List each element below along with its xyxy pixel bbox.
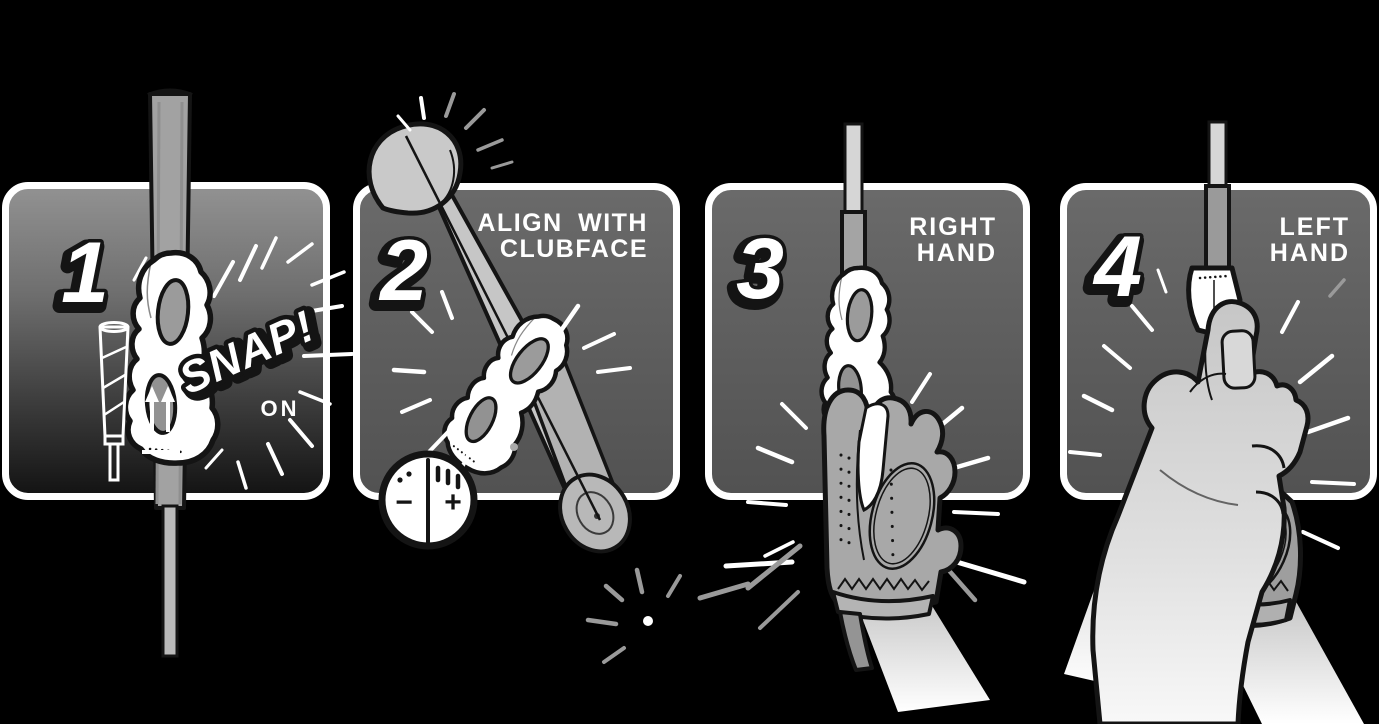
step-3-title: RIGHT HAND [797,214,997,266]
step4-right-wrist-beam [1206,598,1364,724]
step-3-title-line2: HAND [916,239,997,267]
step-2-title-line2: CLUBFACE [499,235,648,263]
step-3-title-line1: RIGHT [909,213,997,241]
step-4-title-line2: HAND [1269,239,1350,267]
step-1-panel [2,182,330,500]
step-2-title: ALIGN WITH CLUBFACE [438,210,648,262]
step-2-title-line1: ALIGN WITH [477,209,648,237]
step-4-title: LEFT HAND [1150,214,1350,266]
clubhead-sparks [396,92,514,170]
step4-left-wrist-beam [1064,490,1178,690]
step3-wrist-beam [856,596,990,712]
step-4-title-line1: LEFT [1279,213,1350,241]
on-label: ON [260,396,300,421]
